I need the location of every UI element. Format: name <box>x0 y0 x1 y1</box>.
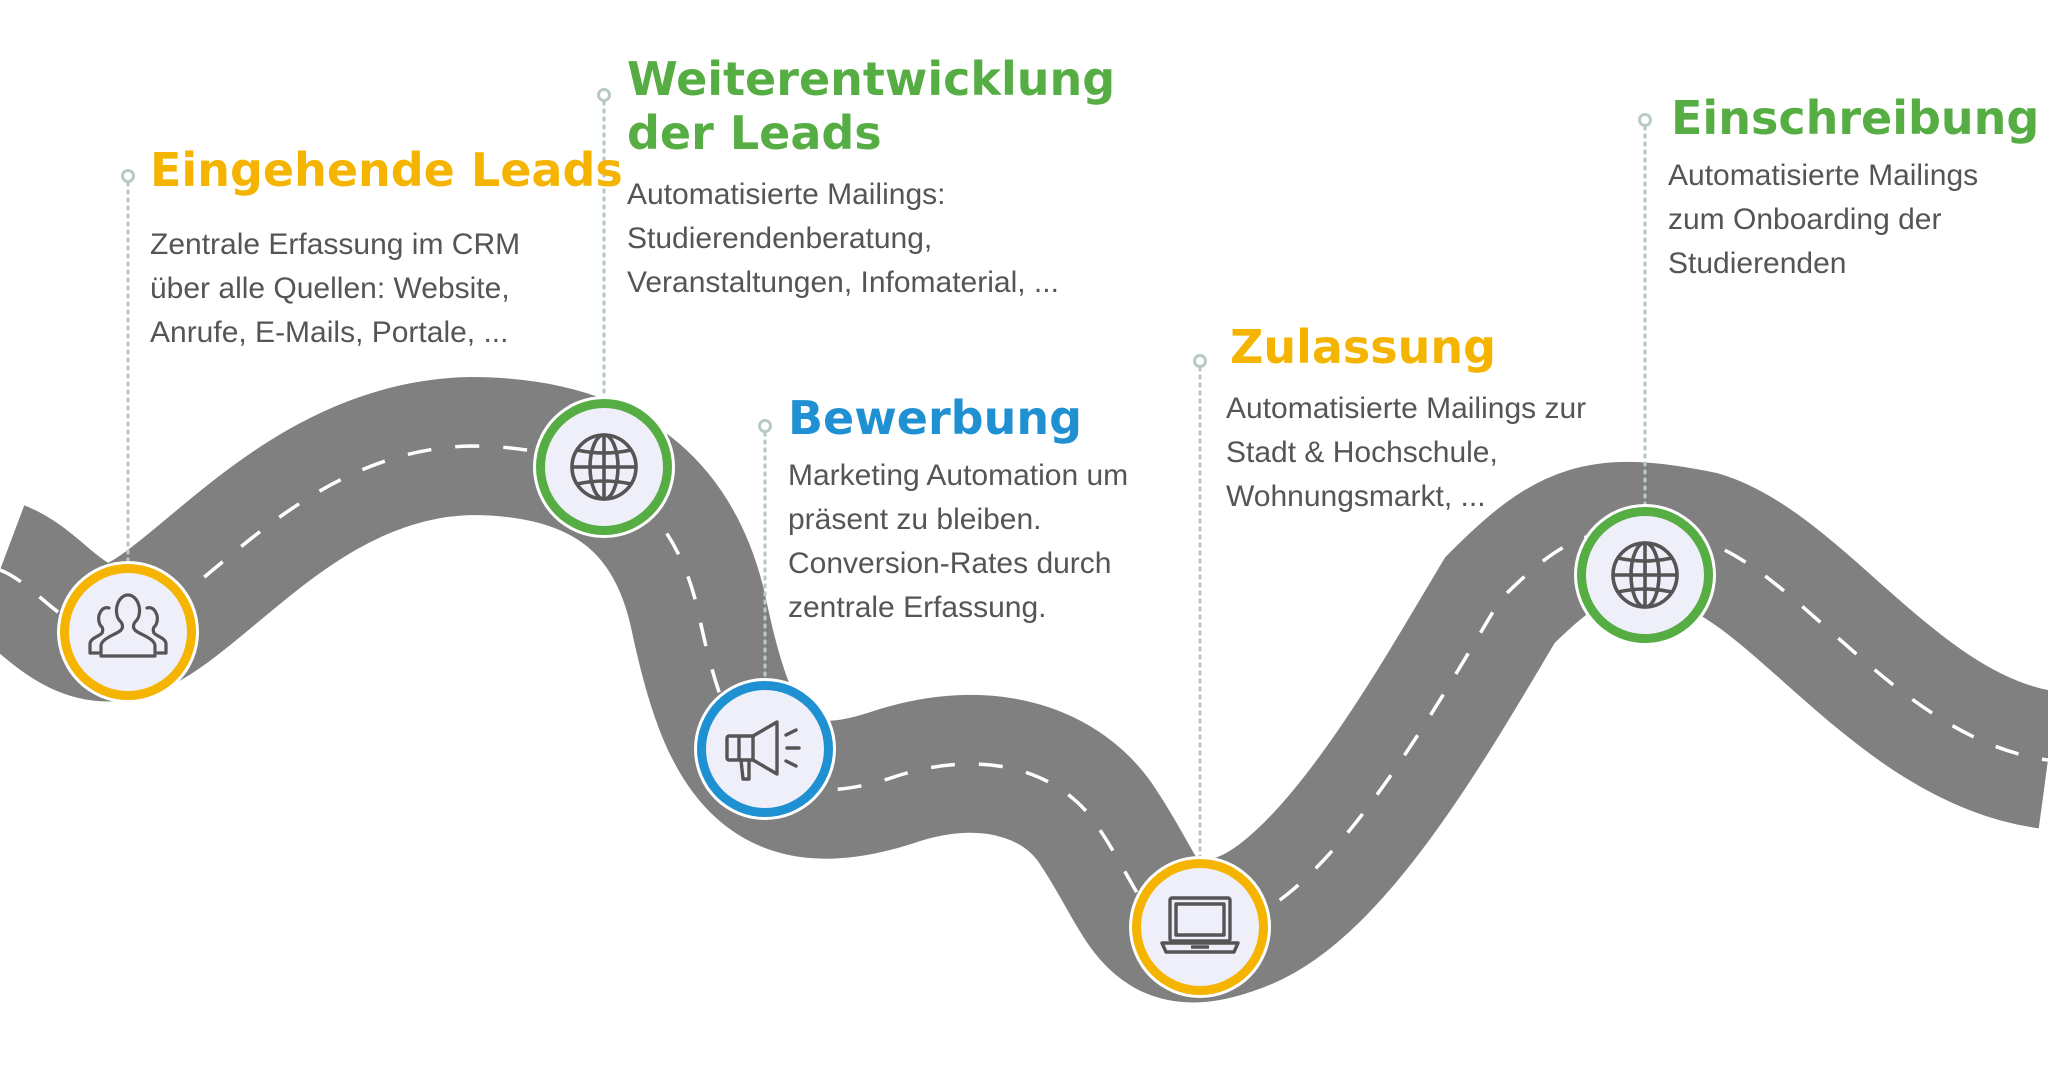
stage-title-eingehende-leads: Eingehende Leads <box>150 143 623 197</box>
stage-description-bewerbung: Marketing Automation um präsent zu bleib… <box>788 459 1129 624</box>
connector-dot-eingehende-leads <box>121 169 135 183</box>
stage-description-eingehende-leads: Zentrale Erfassung im CRM über alle Quel… <box>150 228 521 349</box>
stage-title-einschreibung: Einschreibung <box>1671 91 2040 145</box>
globe-icon <box>1611 541 1679 609</box>
connector-dot-bewerbung <box>758 419 772 433</box>
stage-marker-weiterentwicklung <box>533 396 675 538</box>
stage-title-weiterentwicklung: Weiterentwicklung der Leads <box>627 52 1116 160</box>
stage-description-weiterentwicklung: Automatisierte Mailings: Studierendenber… <box>627 178 1059 299</box>
connector-dot-weiterentwicklung <box>597 88 611 102</box>
stage-marker-bewerbung <box>694 678 836 820</box>
globe-icon <box>570 433 638 501</box>
stage-marker-zulassung <box>1129 856 1271 998</box>
stage-title-bewerbung: Bewerbung <box>788 391 1082 445</box>
road-lane-marking <box>0 444 2048 936</box>
stage-description-einschreibung: Automatisierte Mailings zum Onboarding d… <box>1668 159 1979 280</box>
stage-marker-eingehende-leads <box>57 561 199 703</box>
stage-description-zulassung: Automatisierte Mailings zur Stadt & Hoch… <box>1226 392 1587 513</box>
marker-inner <box>706 690 824 808</box>
stage-marker-einschreibung <box>1574 504 1716 646</box>
marker-inner <box>1141 868 1259 986</box>
marker-inner <box>69 573 187 691</box>
stage-title-zulassung: Zulassung <box>1230 320 1497 374</box>
stage-markers <box>57 396 1716 998</box>
connector-dot-zulassung <box>1193 354 1207 368</box>
connector-dot-einschreibung <box>1638 113 1652 127</box>
connector-lines <box>121 88 1652 859</box>
